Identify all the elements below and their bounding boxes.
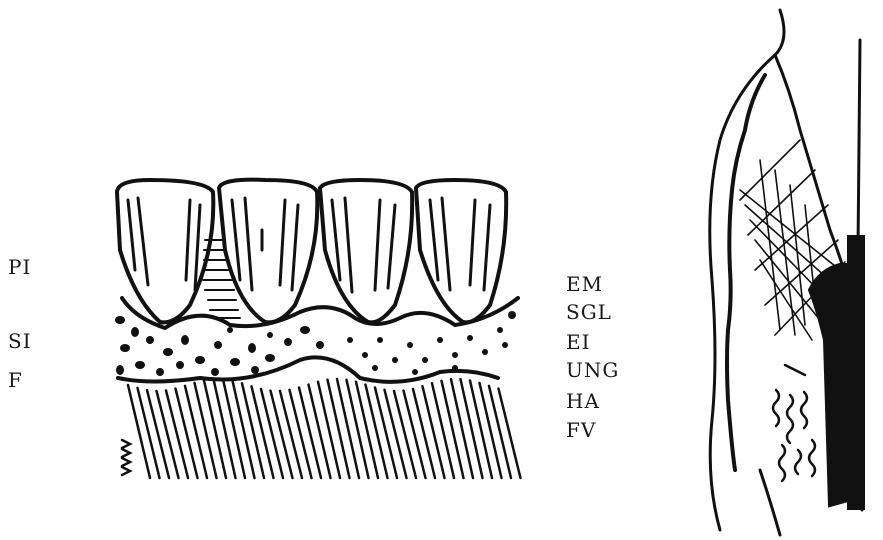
label-si: SI	[8, 331, 32, 351]
label-fv: FV	[566, 420, 596, 440]
label-em: EM	[566, 274, 603, 294]
label-pi: PI	[8, 257, 31, 277]
alveolar-mucosa-hatching	[122, 379, 521, 478]
mucogingival-line	[118, 357, 498, 381]
sagittal-section-figure	[710, 10, 865, 535]
tooth-3	[320, 180, 412, 322]
label-sgl: SGL	[566, 302, 612, 322]
label-ei: EI	[566, 332, 591, 352]
tooth-1	[117, 180, 213, 322]
epithelium-wavy-line	[727, 75, 765, 470]
label-f: F	[8, 370, 23, 390]
lower-contour	[760, 470, 780, 535]
label-ha: HA	[566, 391, 600, 411]
frontal-dentition-figure	[115, 180, 521, 478]
lower-wavy-fibers	[773, 365, 815, 481]
label-ung: UNG	[566, 360, 619, 380]
